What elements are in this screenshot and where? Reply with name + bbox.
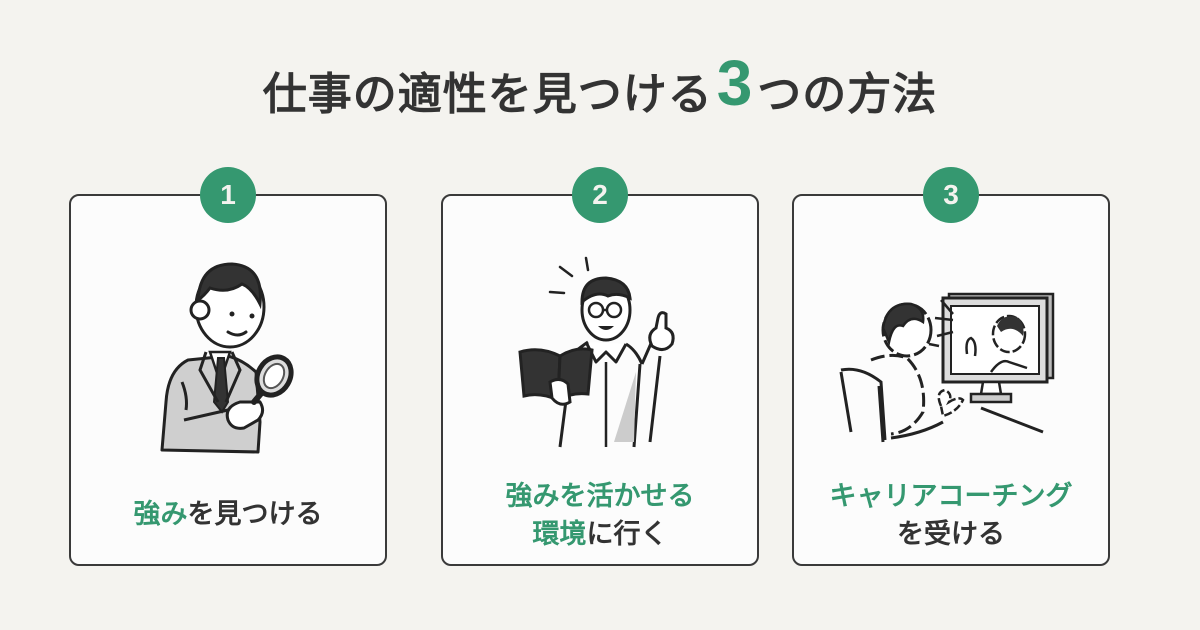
card-caption: 強みを見つける (71, 496, 385, 534)
caption-text: を受ける (897, 519, 1005, 550)
step-number-badge: 3 (923, 167, 979, 223)
caption-line-2: 環境に行く (443, 516, 757, 554)
monitor-video-call-icon (839, 292, 1055, 443)
book-icon (518, 256, 675, 448)
caption-line-2: を受ける (794, 516, 1108, 554)
page-title: 仕事の適性を見つける3つの方法 (0, 48, 1200, 122)
caption-text: を見つける (187, 499, 323, 530)
magnifying-glass-icon (160, 262, 294, 454)
method-card-1: 1 強みを見つける (69, 167, 387, 566)
card-caption: キャリアコーチング を受ける (794, 478, 1108, 554)
caption-highlight: 強み (133, 499, 188, 530)
magnifying-glass-man-illustration (71, 252, 385, 454)
caption-line-1: キャリアコーチング (794, 478, 1108, 516)
caption-highlight: キャリアコーチング (829, 481, 1073, 512)
method-card-2: 2 (441, 167, 759, 566)
video-call-coaching-illustration (794, 252, 1108, 452)
caption-text: に行く (586, 519, 668, 550)
caption-highlight: 強みを活かせる (505, 481, 695, 512)
card-caption: 強みを活かせる 環境に行く (443, 478, 757, 554)
title-text-after: つの方法 (757, 69, 938, 120)
title-text-before: 仕事の適性を見つける (262, 69, 713, 120)
method-card-3: 3 (792, 167, 1110, 566)
title-number: 3 (716, 47, 754, 119)
book-thumbs-up-man-illustration (443, 252, 757, 452)
step-number-badge: 1 (200, 167, 256, 223)
caption-highlight: 環境 (532, 519, 587, 550)
step-number-badge: 2 (572, 167, 628, 223)
caption-line-1: 強みを活かせる (443, 478, 757, 516)
